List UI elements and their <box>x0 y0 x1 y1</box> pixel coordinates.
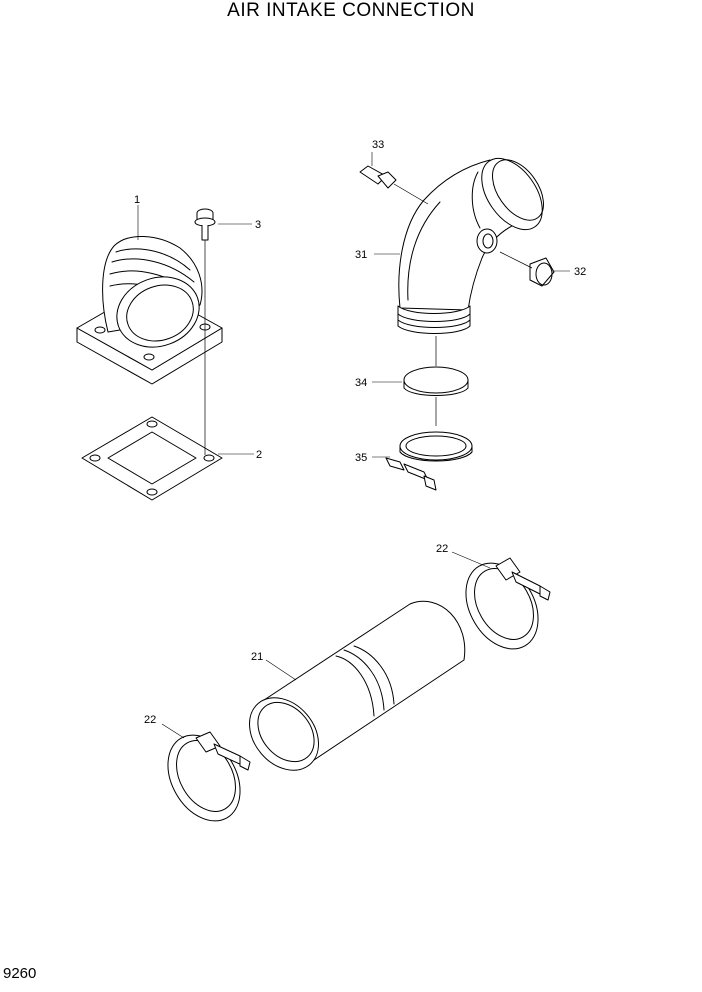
elbow-flange-part-1[interactable] <box>76 235 223 385</box>
callout-22-lower: 22 <box>144 714 156 726</box>
hose-clamp-part-22-lower[interactable] <box>153 722 254 834</box>
callout-31: 31 <box>355 249 367 261</box>
callout-2: 2 <box>256 449 262 461</box>
callout-1: 1 <box>134 194 140 206</box>
page-number: 9260 <box>3 965 37 982</box>
bolt-part-3[interactable] <box>194 208 216 455</box>
callout-35: 35 <box>355 452 367 464</box>
hose-part-21[interactable] <box>235 600 466 784</box>
callout-22-upper: 22 <box>436 543 448 555</box>
diagram-title: AIR INTAKE CONNECTION <box>227 0 475 21</box>
callout-32: 32 <box>574 266 586 278</box>
ring-part-34[interactable] <box>403 336 469 426</box>
callout-34: 34 <box>355 377 367 389</box>
callout-3: 3 <box>255 219 261 231</box>
elbow-pipe-part-31[interactable] <box>397 147 555 334</box>
callout-33: 33 <box>372 139 384 151</box>
clamp-part-35[interactable] <box>385 431 473 491</box>
plug-part-32[interactable] <box>499 251 555 287</box>
fitting-part-33[interactable] <box>359 165 429 205</box>
callout-21: 21 <box>251 651 263 663</box>
gasket-part-2[interactable] <box>81 416 223 501</box>
hose-clamp-part-22-upper[interactable] <box>451 550 552 662</box>
